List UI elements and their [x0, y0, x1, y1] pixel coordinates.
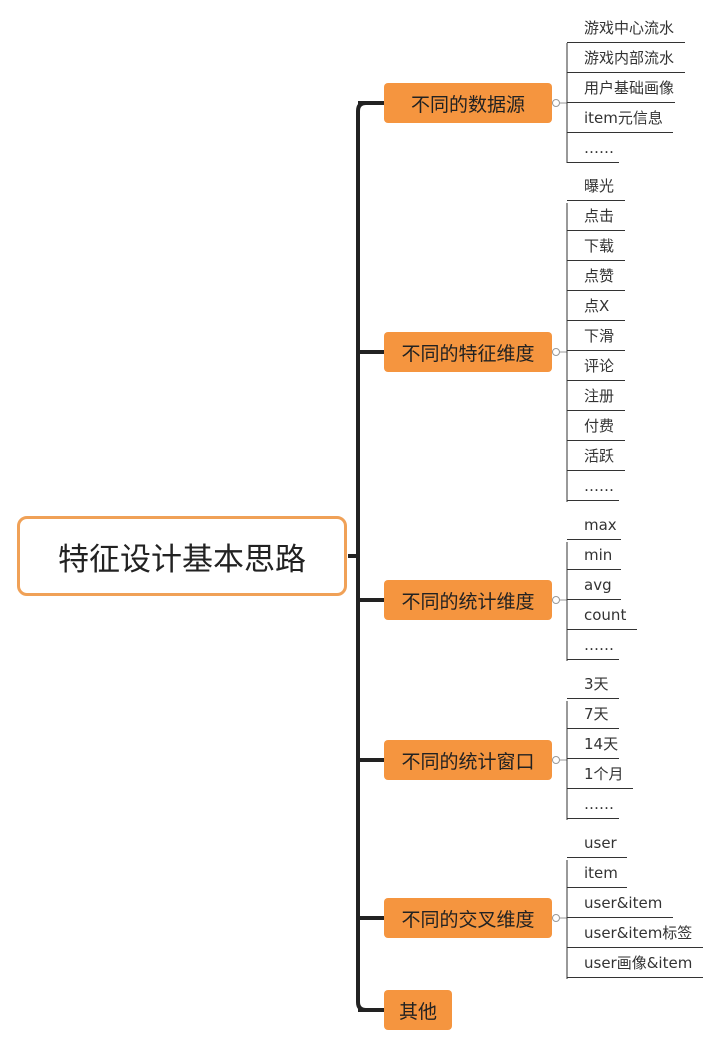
- branch-topic-label: 不同的交叉维度: [401, 908, 535, 931]
- leaf-topic[interactable]: user&item: [567, 888, 673, 918]
- leaf-topic[interactable]: 活跃: [567, 441, 625, 471]
- leaf-topic[interactable]: 下滑: [567, 321, 625, 351]
- leaf-topic[interactable]: ……: [567, 630, 619, 660]
- leaf-topic[interactable]: item: [567, 858, 627, 888]
- leaf-topic[interactable]: 点赞: [567, 261, 625, 291]
- leaf-topic[interactable]: 付费: [567, 411, 625, 441]
- leaf-topic[interactable]: 游戏中心流水: [567, 13, 685, 43]
- branch-topic-label: 不同的统计窗口: [401, 750, 535, 773]
- branch-topic[interactable]: 不同的数据源: [384, 83, 552, 123]
- leaf-topic[interactable]: 点击: [567, 201, 625, 231]
- collapse-toggle-icon: [552, 348, 560, 356]
- branch-topic[interactable]: 不同的统计维度: [384, 580, 552, 620]
- leaf-topic[interactable]: 曝光: [567, 171, 625, 201]
- leaf-topic[interactable]: ……: [567, 471, 619, 501]
- leaf-topic[interactable]: 下载: [567, 231, 625, 261]
- leaf-topic[interactable]: max: [567, 510, 621, 540]
- collapse-toggle-icon: [552, 99, 560, 107]
- branch-topic-label: 不同的数据源: [410, 93, 525, 116]
- collapse-toggle-icon: [552, 756, 560, 764]
- trunk-line: [356, 101, 367, 1012]
- leaf-topic[interactable]: ……: [567, 789, 619, 819]
- leaf-topic[interactable]: ……: [567, 133, 619, 163]
- root-topic-label: 特征设计基本思路: [58, 541, 306, 578]
- branch-topic[interactable]: 不同的特征维度: [384, 332, 552, 372]
- leaf-topic[interactable]: 注册: [567, 381, 625, 411]
- branch-topic-label: 不同的特征维度: [401, 342, 535, 365]
- leaf-topic[interactable]: min: [567, 540, 621, 570]
- leaf-topic[interactable]: 点X: [567, 291, 625, 321]
- leaf-topic[interactable]: 14天: [567, 729, 619, 759]
- branch-topic[interactable]: 不同的交叉维度: [384, 898, 552, 938]
- leaf-topic[interactable]: 7天: [567, 699, 619, 729]
- leaf-topic[interactable]: 1个月: [567, 759, 633, 789]
- branch-topic-label: 不同的统计维度: [401, 590, 535, 613]
- leaf-topic[interactable]: user画像&item: [567, 948, 703, 978]
- branch-topic[interactable]: 其他: [384, 990, 452, 1030]
- leaf-topic[interactable]: count: [567, 600, 637, 630]
- collapse-toggle-icon: [552, 596, 560, 604]
- leaf-topic[interactable]: 评论: [567, 351, 625, 381]
- leaf-topic[interactable]: avg: [567, 570, 621, 600]
- collapse-toggle-icon: [552, 914, 560, 922]
- root-topic[interactable]: 特征设计基本思路: [17, 516, 347, 596]
- leaf-topic[interactable]: item元信息: [567, 103, 673, 133]
- leaf-topic[interactable]: 用户基础画像: [567, 73, 675, 103]
- leaf-topic[interactable]: 游戏内部流水: [567, 43, 685, 73]
- leaf-topic[interactable]: user: [567, 828, 627, 858]
- branch-topic-label: 其他: [398, 1000, 437, 1023]
- branch-topic[interactable]: 不同的统计窗口: [384, 740, 552, 780]
- leaf-topic[interactable]: user&item标签: [567, 918, 703, 948]
- leaf-topic[interactable]: 3天: [567, 669, 619, 699]
